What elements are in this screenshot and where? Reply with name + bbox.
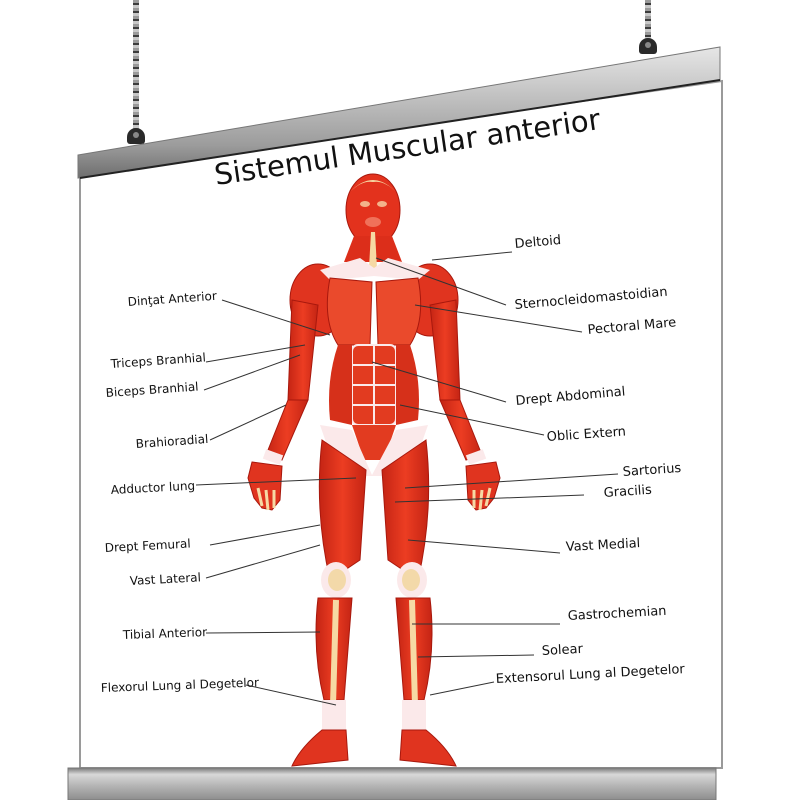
labels-left: Dinţat Anterior Triceps Branhial Biceps … bbox=[101, 289, 260, 695]
label-drept-femural: Drept Femural bbox=[104, 537, 191, 555]
top-rail-edge bbox=[79, 79, 721, 179]
leader-lines bbox=[195, 251, 619, 706]
label-vast-lateral: Vast Lateral bbox=[129, 570, 201, 588]
left-chain bbox=[133, 0, 139, 132]
left-hanger-hook bbox=[127, 128, 145, 144]
right-hanger-hook bbox=[639, 38, 657, 54]
label-gastrochemian: Gastrochemian bbox=[567, 604, 666, 624]
label-sartorius: Sartorius bbox=[622, 461, 682, 480]
label-biceps-branhial: Biceps Branhial bbox=[105, 380, 199, 400]
label-solear: Solear bbox=[541, 642, 584, 659]
label-tibial-anterior: Tibial Anterior bbox=[122, 625, 208, 642]
muscular-figure bbox=[247, 173, 501, 767]
bottom-rail bbox=[67, 767, 717, 800]
label-adductor-lung: Adductor lung bbox=[110, 479, 195, 497]
label-vast-medial: Vast Medial bbox=[565, 536, 640, 555]
label-brahioradial: Brahioradial bbox=[135, 432, 209, 451]
right-chain bbox=[645, 0, 651, 42]
label-oblic-extern: Oblic Extern bbox=[546, 424, 626, 444]
label-gracilis: Gracilis bbox=[603, 483, 652, 501]
label-dintat-anterior: Dinţat Anterior bbox=[127, 289, 217, 309]
label-flexorul-lung-al-degetelor: Flexorul Lung al Degetelor bbox=[101, 675, 260, 695]
label-triceps-branhial: Triceps Branhial bbox=[109, 350, 206, 371]
label-deltoid: Deltoid bbox=[514, 233, 562, 252]
